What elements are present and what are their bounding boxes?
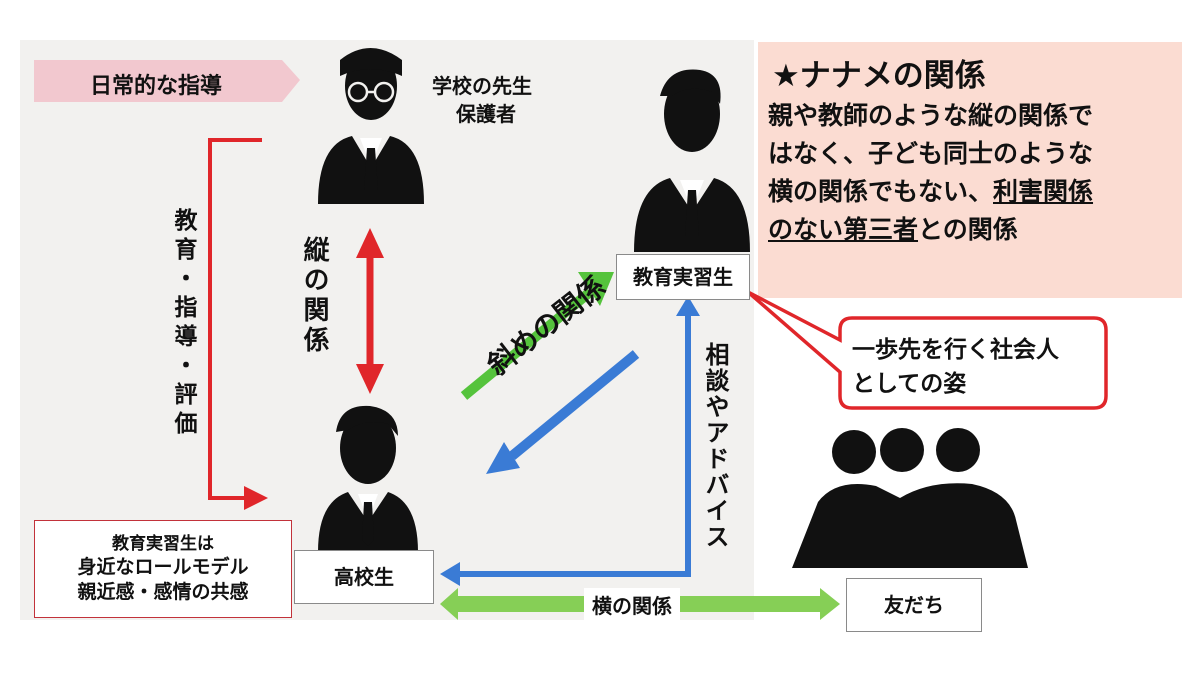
- note-title: ★ナナメの関係: [772, 58, 986, 94]
- friends-group-icon: [792, 428, 1028, 568]
- banner-label: 日常的な指導: [90, 74, 223, 99]
- teacher-person-icon: [318, 48, 424, 204]
- speech-bubble: [746, 290, 1108, 410]
- trainee-node: 教育実習生: [616, 254, 750, 300]
- note-line4-a: のない第三者: [768, 215, 919, 244]
- note-line4-b: との関係: [918, 215, 1018, 244]
- diagonal-arrow-down: [486, 350, 640, 474]
- note-line3: 横の関係でもない、利害関係: [768, 172, 1093, 208]
- teacher-label-line2: 保護者: [456, 102, 516, 126]
- role-model-callout: 教育実習生は 身近なロールモデル 親近感・感情の共感: [34, 520, 292, 618]
- student-person-icon: [318, 405, 418, 552]
- note-panel: [758, 42, 1182, 298]
- vertical-relation-label: 縦の関係: [299, 236, 329, 356]
- consult-label: 相談やアドバイス: [701, 342, 729, 550]
- note-line2: はなく、子ども同士のような: [768, 139, 1094, 168]
- note-line3-b: 利害関係: [993, 177, 1094, 206]
- left-guidance-arrow: [208, 138, 268, 510]
- bubble-line2: としての姿: [852, 371, 967, 397]
- note-line4: のない第三者との関係: [768, 210, 1018, 246]
- callout-line1: 教育実習生は: [112, 534, 214, 555]
- daily-guidance-banner: [34, 60, 300, 102]
- horizontal-relation-label: 横の関係: [584, 588, 680, 621]
- teacher-label-line1: 学校の先生: [432, 74, 532, 98]
- vertical-relation-arrow: [356, 228, 384, 394]
- trainee-person-icon: [634, 69, 750, 252]
- note-line3-a: 横の関係でもない、: [768, 177, 994, 206]
- note-line1: 親や教師のような縦の関係で: [768, 101, 1094, 130]
- friends-node: 友だち: [846, 578, 982, 632]
- student-node: 高校生: [294, 550, 434, 604]
- consult-arrow: [440, 296, 700, 586]
- left-vertical-label: 教育・指導・評価: [170, 208, 196, 440]
- callout-line3: 親近感・感情の共感: [77, 581, 249, 604]
- bubble-line1: 一歩先を行く社会人: [852, 337, 1059, 363]
- callout-line2: 身近なロールモデル: [77, 556, 249, 579]
- diagonal-arrow-up: [460, 272, 614, 400]
